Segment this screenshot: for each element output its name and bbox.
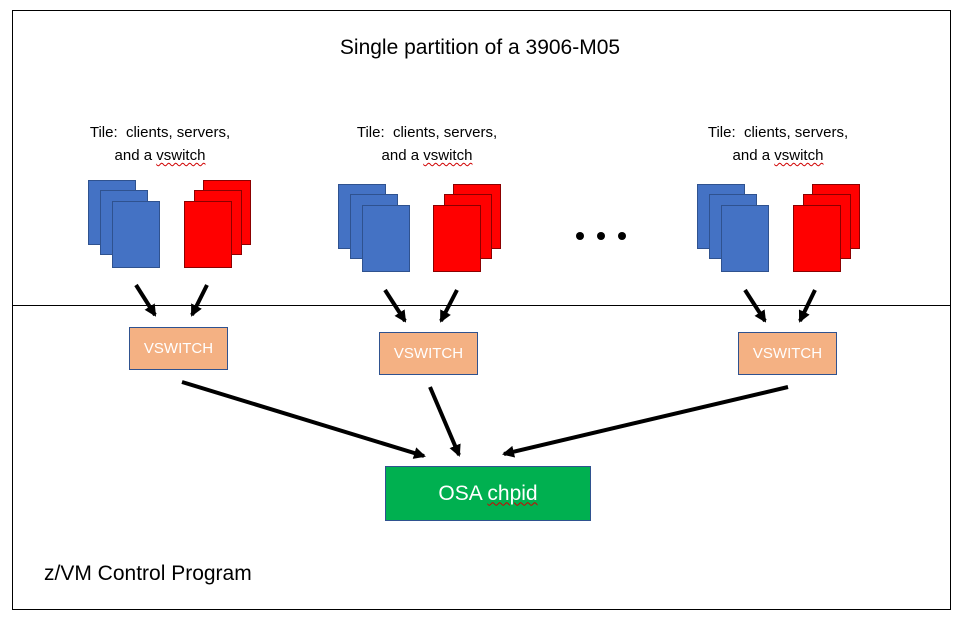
ellipsis-dot [618, 232, 626, 240]
tile-label-line1: Tile: clients, servers, [89, 124, 231, 141]
vswitch-box-3: VSWITCH [738, 332, 837, 375]
client-page [721, 205, 769, 272]
client-page [112, 201, 160, 268]
client-page [362, 205, 410, 272]
tile-label-3: Tile: clients, servers, and a vswitch [678, 121, 878, 167]
vswitch-to-osa-arrow [502, 385, 789, 458]
client-to-vswitch-arrow [383, 288, 407, 323]
server-to-vswitch-arrow [190, 284, 209, 317]
client-to-vswitch-arrow [134, 283, 157, 317]
vswitch-to-osa-arrow [181, 380, 426, 459]
tile-label-line1: Tile: clients, servers, [356, 124, 498, 141]
client-to-vswitch-arrow [743, 288, 767, 323]
server-page [793, 205, 841, 272]
server-to-vswitch-arrow [798, 289, 817, 323]
tile-label-1: Tile: clients, servers, and a vswitch [60, 121, 260, 167]
control-program-label: z/VM Control Program [44, 562, 252, 585]
tile-label-line2: and a vswitch [381, 147, 473, 164]
tile-label-line2: and a vswitch [114, 147, 206, 164]
diagram-frame [12, 10, 951, 610]
ellipsis-dot [597, 232, 605, 240]
vswitch-box-1: VSWITCH [129, 327, 228, 370]
vswitch-box-2: VSWITCH [379, 332, 478, 375]
vswitch-to-osa-arrow [428, 386, 461, 457]
ellipsis-dot [576, 232, 584, 240]
osa-chpid-box: OSA chpid [385, 466, 591, 521]
more-tiles-ellipsis [566, 232, 634, 242]
server-to-vswitch-arrow [439, 289, 459, 323]
tile-label-line2: and a vswitch [732, 147, 824, 164]
server-page [184, 201, 232, 268]
tile-label-line1: Tile: clients, servers, [707, 124, 849, 141]
partition-divider [12, 305, 951, 306]
server-page [433, 205, 481, 272]
diagram-title: Single partition of a 3906-M05 [339, 36, 621, 59]
tile-label-2: Tile: clients, servers, and a vswitch [327, 121, 527, 167]
